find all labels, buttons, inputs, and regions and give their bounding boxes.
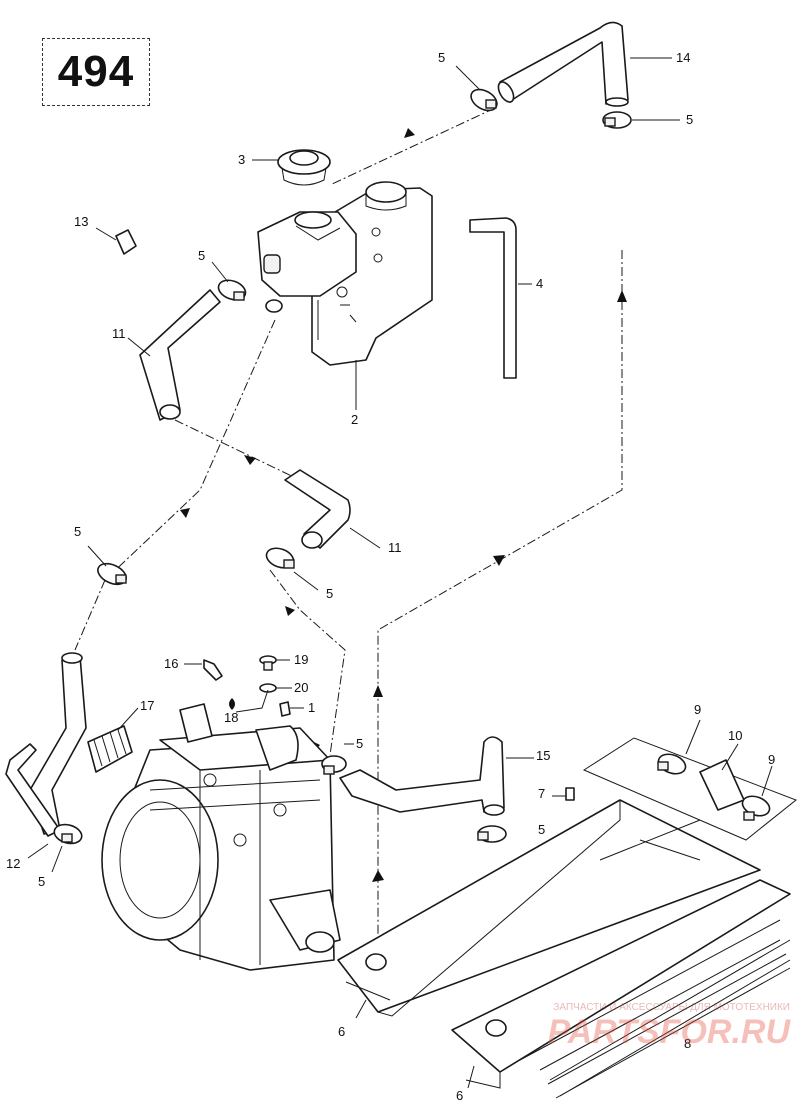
watermark-caption: ЗАПЧАСТИ И АКСЕССУАРЫ ДЛЯ МОТОТЕХНИКИ	[553, 1002, 790, 1013]
page-number: 494	[57, 47, 135, 96]
callout-12: 12	[6, 856, 20, 871]
leader-lines	[27, 57, 773, 1089]
callout-9: 9	[694, 702, 701, 717]
callout-7: 7	[538, 786, 545, 801]
bleed-screw-19	[259, 655, 277, 671]
heat-exchanger-6-lower	[451, 879, 791, 1097]
clamp-5-lower-left	[53, 823, 83, 845]
callout-labels: 14 5 5 3 13 5 4 11 2 11 5 5 16 19 20 17 …	[6, 50, 775, 1103]
part-17-sleeve	[87, 725, 133, 773]
callout-10: 10	[728, 728, 742, 743]
callout-6: 6	[456, 1088, 463, 1103]
callout-11: 11	[112, 326, 126, 341]
clamp-5-engine	[321, 755, 347, 775]
flow-arrow	[180, 508, 190, 518]
callout-5: 5	[438, 50, 445, 65]
hose-11-upper	[139, 289, 221, 421]
callout-5: 5	[74, 524, 81, 539]
heat-exchanger-connector	[582, 737, 797, 841]
callout-17: 17	[140, 698, 154, 713]
clamp-5-top-right	[602, 111, 632, 129]
callout-16: 16	[164, 656, 178, 671]
callout-15: 15	[536, 748, 550, 763]
callout-2: 2	[351, 412, 358, 427]
callout-9: 9	[768, 752, 775, 767]
hose-15	[339, 736, 505, 816]
part-13-clip	[115, 229, 137, 255]
rail-8	[539, 939, 791, 1099]
callout-5: 5	[198, 248, 205, 263]
callout-4: 4	[536, 276, 543, 291]
callout-5: 5	[356, 736, 363, 751]
callout-5: 5	[538, 822, 545, 837]
flow-arrow	[493, 555, 505, 566]
callout-18: 18	[224, 710, 238, 725]
callout-19: 19	[294, 652, 308, 667]
callout-6: 6	[338, 1024, 345, 1039]
callout-5: 5	[686, 112, 693, 127]
clamp-5-tank	[217, 279, 247, 301]
part-7	[565, 787, 575, 801]
flow-arrow	[244, 455, 256, 465]
part-1	[279, 701, 291, 717]
hose-12	[5, 652, 87, 837]
watermark-brand: PARTSFOR.RU	[547, 1013, 790, 1051]
callout-1: 1	[308, 700, 315, 715]
callout-20: 20	[294, 680, 308, 695]
clamp-5-mid	[265, 547, 295, 569]
coolant-tank-2	[257, 181, 433, 366]
sensor-16	[203, 659, 223, 681]
flow-arrow	[617, 290, 627, 302]
hose-11-lower	[284, 469, 351, 549]
part-18	[229, 698, 235, 710]
flow-arrow	[404, 128, 415, 138]
watermark: ЗАПЧАСТИ И АКСЕССУАРЫ ДЛЯ МОТОТЕХНИКИ PA…	[548, 1002, 790, 1052]
hose-14	[497, 21, 629, 107]
callout-14: 14	[676, 50, 690, 65]
overflow-hose-4	[469, 217, 517, 379]
clamp-5-mid-left	[97, 562, 127, 586]
callout-3: 3	[238, 152, 245, 167]
callout-5: 5	[38, 874, 45, 889]
engine-block	[101, 703, 341, 971]
flow-arrow	[373, 685, 383, 697]
flow-arrow	[285, 606, 295, 616]
clamp-5-hose15	[477, 825, 507, 843]
callout-11: 11	[388, 540, 402, 555]
callout-8: 8	[684, 1036, 691, 1051]
pressure-cap-3	[277, 149, 331, 186]
heat-exchanger-6-upper	[337, 799, 761, 1017]
page-number-box: 494	[42, 38, 150, 106]
callout-13: 13	[74, 214, 88, 229]
clamp-5-top-left	[470, 88, 498, 112]
callout-5: 5	[326, 586, 333, 601]
flow-arrow	[372, 870, 384, 882]
